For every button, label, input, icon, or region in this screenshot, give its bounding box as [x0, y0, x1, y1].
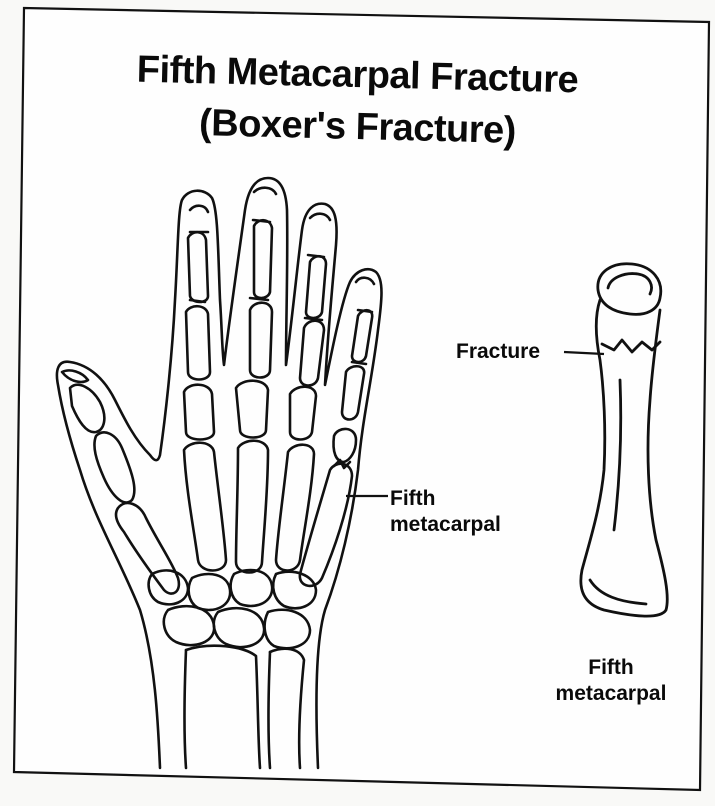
ring-phalanx-bone	[306, 256, 326, 318]
thumb-phalanx-bone	[70, 385, 104, 432]
hand-label-line-2: metacarpal	[390, 512, 501, 538]
ulna-bone	[270, 649, 304, 768]
finger-nail	[254, 188, 276, 194]
finger-nail	[310, 214, 330, 220]
little-phalanx-bone	[352, 310, 372, 362]
radius-bone	[186, 646, 260, 768]
ring-phalanx-bone	[290, 387, 316, 440]
fracture-label: Fracture	[456, 339, 540, 365]
carpal-bone	[189, 574, 231, 610]
index-phalanx-bone	[186, 306, 210, 379]
bone-label-line-1: Fifth	[546, 655, 676, 681]
carpal-bone	[265, 610, 310, 649]
radius-bone	[185, 650, 187, 768]
carpal-bone	[164, 606, 214, 645]
fifth-metacarpal-bone	[300, 464, 352, 586]
index-metacarpal-bone	[184, 443, 226, 571]
little-phalanx-bone	[333, 429, 356, 462]
finger-nail	[356, 278, 374, 284]
index-phalanx-bone	[188, 232, 208, 302]
ulna-bone	[269, 652, 271, 768]
little-phalanx-bone	[342, 366, 364, 419]
ring-metacarpal-bone	[276, 445, 314, 571]
bone-head-inner	[608, 274, 652, 294]
carpal-bone	[214, 608, 264, 647]
middle-metacarpal-bone	[236, 441, 268, 573]
finger-nail	[190, 206, 208, 212]
bone-label-line-2: metacarpal	[546, 681, 676, 707]
hand-outline	[57, 178, 382, 768]
isolated-fifth-metacarpal	[581, 264, 667, 616]
middle-phalanx-bone	[236, 381, 268, 438]
hand-label-line-1: Fifth	[390, 486, 501, 512]
thumb-metacarpal-bone	[116, 503, 179, 594]
bone-surface-line	[614, 380, 621, 530]
middle-phalanx-bone	[250, 303, 272, 378]
ring-phalanx-bone	[300, 321, 324, 386]
carpal-bone	[273, 572, 316, 609]
index-phalanx-bone	[184, 385, 214, 440]
fracture-line	[602, 340, 660, 352]
hand-fifth-metacarpal-label: Fifth metacarpal	[390, 486, 501, 538]
carpal-bone	[231, 570, 273, 606]
middle-phalanx-bone	[254, 220, 272, 298]
bone-fifth-metacarpal-label: Fifth metacarpal	[546, 655, 676, 707]
thumb-phalanx-bone	[94, 432, 134, 502]
thumb-nail	[62, 370, 88, 382]
bone-base-line	[590, 580, 646, 604]
